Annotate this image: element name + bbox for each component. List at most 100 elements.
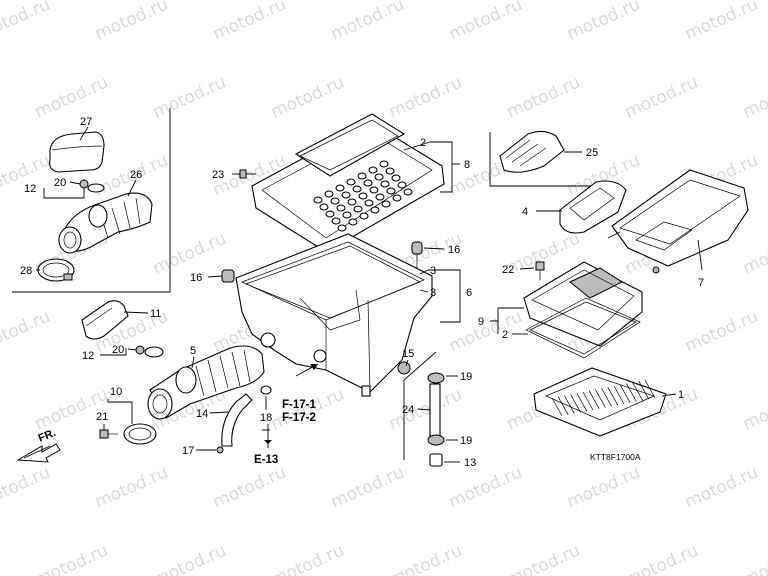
part-16-grommet-left [221, 269, 235, 283]
housing-rib [346, 178, 356, 186]
callout-5: 5 [190, 345, 196, 357]
callout-17: 17 [182, 445, 194, 457]
filter-pleat [588, 390, 600, 409]
watermark-text: motod.ru [504, 541, 583, 576]
watermark-text: motod.ru [32, 541, 111, 576]
callout-20-upper: 20 [54, 177, 66, 189]
housing-rib [353, 205, 363, 213]
watermark-text: motod.ru [150, 541, 229, 576]
part-19-clip-lower [427, 434, 445, 446]
housing-rib [331, 217, 341, 225]
housing-rib [374, 173, 384, 181]
housing-rib [363, 179, 373, 187]
housing-rib [381, 200, 391, 208]
part-8-upper-housing [251, 113, 445, 253]
watermark-text: motod.ru [268, 541, 347, 576]
callout-7: 7 [698, 277, 704, 289]
callout-12-upper: 12 [24, 183, 36, 195]
part-10-clamp [123, 423, 157, 445]
callout-8: 8 [464, 159, 470, 171]
housing-rib [369, 186, 379, 194]
housing-rib [348, 218, 358, 226]
watermark-text: motod.ru [0, 0, 53, 45]
part-19-clip-upper [427, 372, 445, 384]
watermark-text: motod.ru [0, 307, 53, 357]
inset-frame [12, 108, 171, 293]
callout-14: 14 [196, 408, 208, 420]
callout-28: 28 [20, 265, 32, 277]
diagram-code: KTT8F1700A [590, 452, 641, 462]
watermark-text: motod.ru [32, 385, 111, 435]
watermark-text: motod.ru [682, 463, 761, 513]
callout-3-lower: 3 [430, 287, 436, 299]
reference-labels: F-17-1 F-17-2 E-13 [254, 399, 316, 466]
callout-12-lower: 12 [82, 350, 94, 362]
part-22-bolt [535, 261, 545, 280]
callout-10: 10 [110, 386, 122, 398]
filter-pleat [582, 391, 594, 411]
callout-24: 24 [402, 404, 414, 416]
filter-pleat [619, 384, 631, 403]
watermark-text: motod.ru [564, 463, 643, 513]
housing-rib-pattern [313, 160, 413, 232]
watermark-text: motod.ru [328, 0, 407, 45]
part-6-air-cleaner-case [235, 233, 433, 397]
filter-pleat [595, 389, 606, 408]
callout-13: 13 [464, 457, 476, 469]
callout-15: 15 [402, 348, 414, 360]
housing-rib [375, 193, 385, 201]
housing-rib [358, 192, 368, 200]
watermark-text: motod.ru [740, 229, 768, 279]
callout-9: 9 [478, 316, 484, 328]
inset-frame-right [489, 132, 612, 187]
filter-pleat [632, 382, 643, 401]
callout-19-lower: 19 [460, 435, 472, 447]
watermark-text: motod.ru [92, 463, 171, 513]
part-28-clamp [37, 258, 75, 282]
housing-rib [391, 174, 401, 182]
housing-rib [336, 204, 346, 212]
watermark-text: motod.ru [446, 0, 525, 45]
part-21-screw [99, 429, 118, 439]
part-9-lower-cover [523, 261, 643, 347]
callout-27: 27 [80, 116, 92, 128]
ref-e-13: E-13 [254, 454, 278, 466]
callout-3-upper: 3 [430, 265, 436, 277]
watermark-text: motod.ru [0, 463, 53, 513]
ref-f-17-2: F-17-2 [282, 412, 316, 424]
housing-rib [330, 197, 340, 205]
callout-25: 25 [586, 147, 598, 159]
part-7-air-duct [607, 169, 749, 274]
watermark-text: motod.ru [682, 0, 761, 45]
housing-rib [359, 212, 369, 220]
callout-26: 26 [130, 169, 142, 181]
housing-rib [313, 196, 323, 204]
watermark-text: motod.ru [32, 73, 111, 123]
housing-rib [319, 203, 329, 211]
watermark-text: motod.ru [740, 73, 768, 123]
housing-rib [403, 188, 413, 196]
watermark-text: motod.ru [92, 0, 171, 45]
housing-rib [341, 191, 351, 199]
housing-rib [386, 187, 396, 195]
part-26-inlet-duct [58, 192, 153, 254]
filter-pleat [638, 381, 650, 400]
callout-labels: 27 12 20 26 28 11 12 20 5 10 21 14 17 18… [20, 116, 704, 469]
housing-rib [324, 190, 334, 198]
watermark-text: motod.ru [150, 73, 229, 123]
watermark-text: motod.ru [446, 463, 525, 513]
callout-2-lower: 2 [502, 329, 508, 341]
callout-2-upper: 2 [420, 137, 426, 149]
filter-pleat [607, 387, 619, 406]
filter-pleat [557, 396, 569, 415]
housing-rib [352, 185, 362, 193]
housing-rib [370, 206, 380, 214]
housing-rib [397, 181, 407, 189]
housing-rib [337, 224, 347, 232]
filter-pleat [626, 383, 637, 402]
watermark-text: motod.ru [622, 541, 701, 576]
part-20-screw-lower [135, 345, 164, 358]
leader-lines [36, 126, 703, 463]
watermark-text: motod.ru [268, 73, 347, 123]
